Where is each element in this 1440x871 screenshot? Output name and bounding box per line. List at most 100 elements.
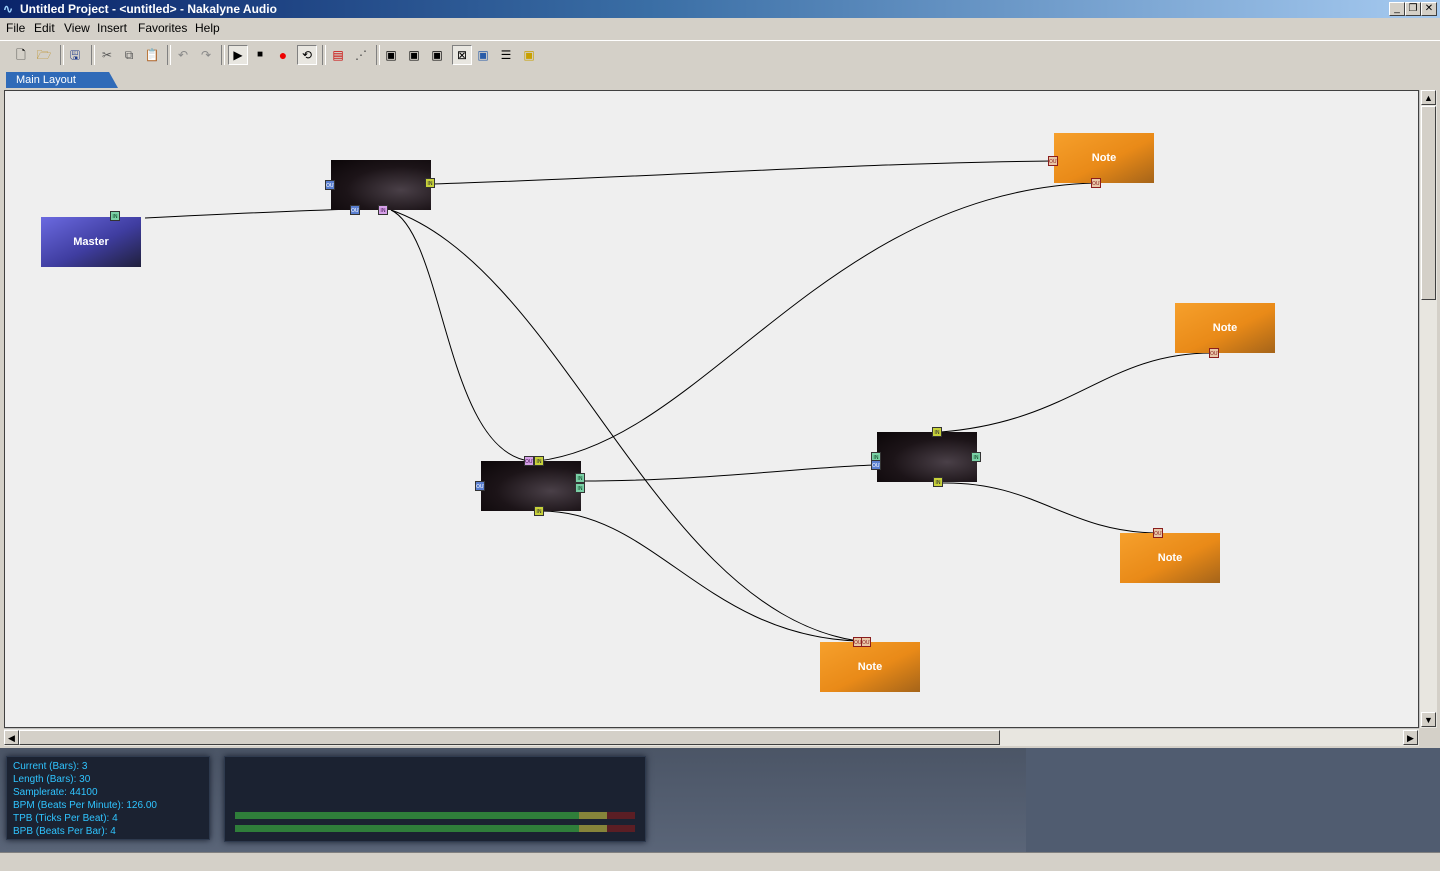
transport-panel: Current (Bars): 3 Length (Bars): 30 Samp… bbox=[0, 748, 1440, 852]
record-icon[interactable]: ● bbox=[278, 47, 288, 63]
bpm: BPM (Beats Per Minute): 126.00 bbox=[13, 800, 157, 811]
scroll-right-icon[interactable]: ▶ bbox=[1403, 730, 1418, 745]
layout1-icon[interactable]: ▣ bbox=[385, 48, 397, 62]
toolbar-separator bbox=[221, 45, 225, 65]
restore-icon[interactable]: ❐ bbox=[1405, 2, 1421, 16]
routing-icon[interactable]: ⋰ bbox=[355, 48, 367, 62]
effect-module[interactable]: OUT IN OUT IN bbox=[325, 160, 435, 215]
side-panel bbox=[1026, 748, 1440, 852]
vertical-scrollbar[interactable]: ▲ ▼ bbox=[1419, 90, 1437, 728]
project-info-box: Current (Bars): 3 Length (Bars): 30 Samp… bbox=[6, 756, 210, 840]
layout-canvas[interactable]: Master IN OUT IN OUT IN OUT OUT IN IN IN… bbox=[4, 90, 1419, 728]
level-meter-box bbox=[224, 756, 646, 842]
horizontal-scrollbar[interactable]: ◀ ▶ bbox=[4, 728, 1419, 746]
tab-strip: Main Layout bbox=[0, 70, 1440, 90]
module-label: Master bbox=[73, 236, 109, 248]
save-icon[interactable]: 🖫 bbox=[69, 48, 81, 62]
copy-icon[interactable]: ⧉ bbox=[124, 48, 134, 62]
layout5-icon[interactable]: ▣ bbox=[477, 48, 489, 62]
out-port-icon[interactable]: OUT bbox=[1209, 348, 1219, 358]
tab-main-layout[interactable]: Main Layout bbox=[6, 72, 118, 88]
wire bbox=[144, 208, 357, 219]
module-label: Note bbox=[1091, 152, 1117, 164]
open-folder-icon[interactable]: 🗁 bbox=[36, 48, 52, 62]
close-icon[interactable]: ✕ bbox=[1421, 2, 1437, 16]
layout4-icon[interactable]: ⊠ bbox=[452, 45, 472, 65]
in-port-icon[interactable]: IN bbox=[534, 456, 544, 466]
layout7-icon[interactable]: ▣ bbox=[523, 48, 535, 62]
mixer-icon[interactable]: ▤ bbox=[332, 48, 344, 62]
in-port-icon[interactable]: IN bbox=[534, 506, 544, 516]
status-bar bbox=[0, 852, 1440, 871]
meter-fill bbox=[235, 812, 579, 819]
in-port-icon[interactable]: IN bbox=[575, 473, 585, 483]
minimize-icon[interactable]: _ bbox=[1389, 2, 1405, 16]
toolbar-separator bbox=[376, 45, 380, 65]
out-port-icon[interactable]: OUT bbox=[1153, 528, 1163, 538]
toolbar-separator bbox=[60, 45, 64, 65]
new-file-icon[interactable]: 🗋 bbox=[16, 48, 26, 62]
current-bars: Current (Bars): 3 bbox=[13, 761, 88, 772]
menu-help[interactable]: Help bbox=[195, 21, 220, 35]
in-port-icon[interactable]: IN bbox=[425, 178, 435, 188]
master-module[interactable]: Master IN bbox=[41, 211, 141, 267]
play-icon[interactable]: ▶ bbox=[228, 45, 248, 65]
paste-icon[interactable]: 📋 bbox=[144, 48, 160, 62]
out-port-icon[interactable]: OUT bbox=[475, 481, 485, 491]
redo-icon[interactable]: ↷ bbox=[200, 48, 212, 62]
effect-module[interactable]: IN IN OUT IN IN bbox=[871, 427, 981, 487]
title-bar: ∿ Untitled Project - <untitled> - Nakaly… bbox=[0, 0, 1440, 18]
connections-layer bbox=[144, 160, 1213, 642]
note-module[interactable]: Note OUT OUT bbox=[820, 637, 920, 692]
in-port-icon[interactable]: IN bbox=[575, 483, 585, 493]
out-port-icon[interactable]: OUT bbox=[1091, 178, 1101, 188]
menu-insert[interactable]: Insert bbox=[97, 21, 128, 35]
out-port-icon[interactable]: OUT bbox=[861, 637, 871, 647]
in-port-icon[interactable]: IN bbox=[971, 452, 981, 462]
vertical-scroll-thumb[interactable] bbox=[1421, 106, 1436, 300]
toolbar: 🗋 🗁 🖫 ✂ ⧉ 📋 ↶ ↷ ▶ ■ ● ⟲ ▤ ⋰ ▣ ▣ ▣ ⊠ ▣ ☰ … bbox=[0, 40, 1440, 69]
horizontal-scroll-thumb[interactable] bbox=[19, 730, 1000, 745]
module-label: Note bbox=[1212, 322, 1238, 334]
layout6-icon[interactable]: ☰ bbox=[500, 48, 512, 62]
stop-icon[interactable]: ■ bbox=[256, 49, 264, 60]
undo-icon[interactable]: ↶ bbox=[177, 48, 189, 62]
wire bbox=[390, 209, 531, 462]
menu-edit[interactable]: Edit bbox=[34, 21, 55, 35]
effect-module[interactable]: OUT OUT IN IN IN IN bbox=[475, 456, 585, 516]
in-port-icon[interactable]: IN bbox=[932, 427, 942, 437]
module-label: Note bbox=[857, 661, 883, 673]
out-port-icon[interactable]: OUT bbox=[1048, 156, 1058, 166]
menu-favorites[interactable]: Favorites bbox=[138, 21, 188, 35]
note-module[interactable]: Note OUT bbox=[1175, 303, 1275, 358]
in-port-icon[interactable]: IN bbox=[933, 477, 943, 487]
wire bbox=[432, 160, 1053, 185]
scroll-down-icon[interactable]: ▼ bbox=[1421, 712, 1436, 727]
scroll-up-icon[interactable]: ▲ bbox=[1421, 90, 1436, 105]
meter-warn bbox=[579, 812, 607, 819]
layout3-icon[interactable]: ▣ bbox=[431, 48, 443, 62]
wire bbox=[940, 352, 1213, 433]
note-module[interactable]: Note OUT bbox=[1120, 528, 1220, 583]
menu-file[interactable]: File bbox=[6, 21, 26, 35]
cut-icon[interactable]: ✂ bbox=[101, 48, 113, 62]
wire bbox=[390, 209, 859, 642]
in-port-icon[interactable]: IN bbox=[110, 211, 120, 221]
wire bbox=[940, 482, 1156, 534]
in-port-icon[interactable]: IN bbox=[378, 205, 388, 215]
loop-icon[interactable]: ⟲ bbox=[297, 45, 317, 65]
level-meter-right bbox=[235, 825, 635, 832]
out-port-icon[interactable]: OUT bbox=[350, 205, 360, 215]
scroll-left-icon[interactable]: ◀ bbox=[4, 730, 19, 745]
samplerate: Samplerate: 44100 bbox=[13, 787, 98, 798]
layout2-icon[interactable]: ▣ bbox=[408, 48, 420, 62]
note-module[interactable]: Note OUT OUT bbox=[1048, 133, 1154, 188]
toolbar-separator bbox=[322, 45, 326, 65]
out-port-icon[interactable]: OUT bbox=[871, 460, 881, 470]
meter-warn bbox=[579, 825, 607, 832]
out-port-icon[interactable]: OUT bbox=[325, 180, 335, 190]
menu-view[interactable]: View bbox=[64, 21, 90, 35]
toolbar-separator bbox=[167, 45, 171, 65]
out-port-icon[interactable]: OUT bbox=[524, 456, 534, 466]
menu-bar: File Edit View Insert Favorites Help bbox=[0, 18, 1440, 38]
